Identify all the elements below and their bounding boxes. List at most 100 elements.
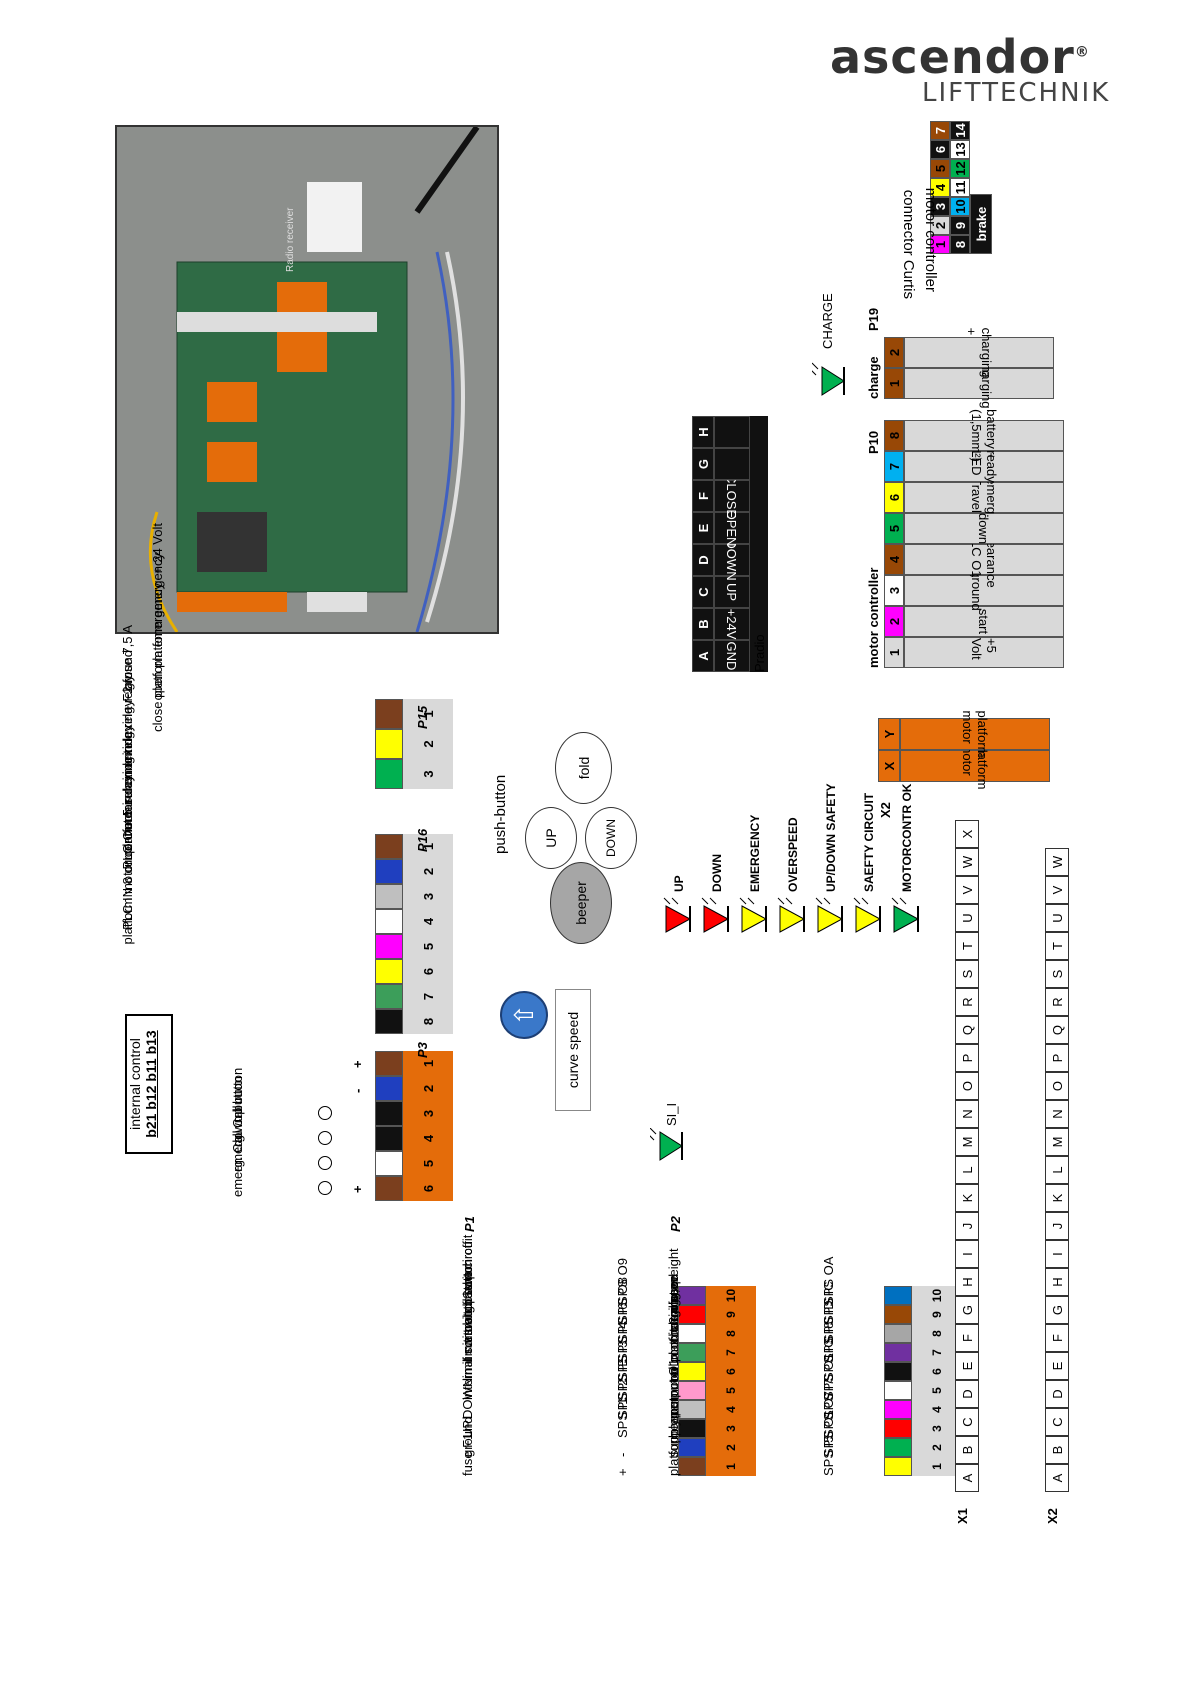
x1-terminal: U xyxy=(955,904,979,932)
x1-terminal: H xyxy=(955,1268,979,1296)
si-led-label: SI_I xyxy=(664,1102,679,1126)
p10-pin-label: battery + (1,5mm²) xyxy=(904,409,1064,462)
curtis-pin: 6 xyxy=(930,140,950,159)
beeper-label: beeper xyxy=(573,881,589,925)
curtis-pin: 8 xyxy=(950,235,970,254)
status-led-icon xyxy=(736,896,772,936)
up-label: UP xyxy=(543,828,559,848)
x1-terminal: G xyxy=(955,1296,979,1324)
p1-row-pin: 10 xyxy=(706,1286,756,1305)
x1-terminal: F xyxy=(955,1324,979,1352)
logo-name: ascendor xyxy=(830,30,1075,84)
pradio-label xyxy=(714,416,750,448)
p3-switch-icon xyxy=(318,1106,332,1120)
x2-terminal: I xyxy=(1045,1240,1069,1268)
logo-subtitle: LIFTTECHNIK xyxy=(922,78,1111,108)
p2-row-color xyxy=(884,1343,912,1362)
p3-pin-sign: + xyxy=(350,1060,365,1068)
p3-pin-color xyxy=(375,1126,403,1151)
x2-terminal: T xyxy=(1045,932,1069,960)
p10-title: P10 xyxy=(866,430,881,454)
p19-pin-label: charging + xyxy=(904,328,1054,377)
logo-reg: ® xyxy=(1074,44,1090,61)
x2-label: X2 xyxy=(1045,1508,1060,1524)
status-led-label: SAEFTY CIRCUIT xyxy=(862,792,876,892)
p1-row-pin: 2 xyxy=(706,1438,756,1457)
curve-speed-label: curve speed xyxy=(565,1011,581,1089)
x2-terminal: P xyxy=(1045,1044,1069,1072)
x1-terminal: N xyxy=(955,1100,979,1128)
p10-pin-number: 7 xyxy=(884,451,904,482)
p16-pin-color xyxy=(375,834,403,859)
x1-terminal: R xyxy=(955,988,979,1016)
pradio-label: UP xyxy=(714,576,750,608)
p19-pin-number: 1 xyxy=(884,368,904,399)
x2-terminal: W xyxy=(1045,848,1069,876)
p3-switch-icon xyxy=(318,1156,332,1170)
status-led-icon xyxy=(698,896,734,936)
p16-pin-label: platform motor connector xyxy=(120,800,135,945)
fold-label: fold xyxy=(575,756,592,780)
status-led-icon xyxy=(774,896,810,936)
x1-terminal: A xyxy=(955,1464,979,1492)
beeper-button[interactable]: beeper xyxy=(550,862,612,944)
x1-terminal: J xyxy=(955,1212,979,1240)
p1-row-color xyxy=(678,1419,706,1438)
p10-pin-label: clearance PLC O1 xyxy=(904,531,1064,588)
up-button[interactable]: UP xyxy=(525,807,577,869)
p2-row-color xyxy=(884,1286,912,1305)
fold-button[interactable]: fold xyxy=(555,732,612,804)
p1-row-pin: 4 xyxy=(706,1400,756,1419)
pradio-letter: F xyxy=(692,480,714,512)
p1-row-color xyxy=(678,1381,706,1400)
p10-group: motor controller xyxy=(866,567,881,668)
pradio-letter: A xyxy=(692,640,714,672)
x1-terminal: V xyxy=(955,876,979,904)
p3-box-title: internal control xyxy=(127,1038,143,1130)
x1-terminal: W xyxy=(955,848,979,876)
p3-pin-sign: - xyxy=(350,1088,365,1093)
p1-row-pin: 7 xyxy=(706,1343,756,1362)
p2-row-color xyxy=(884,1324,912,1343)
curtis-title-2: motor controller xyxy=(922,187,939,292)
p15-title: P15 xyxy=(415,705,430,729)
x1-terminal: M xyxy=(955,1128,979,1156)
x2-terminal: U xyxy=(1045,904,1069,932)
curtis-pin: 13 xyxy=(950,140,970,159)
p3-pin-color xyxy=(375,1101,403,1126)
si-led-icon xyxy=(647,1127,690,1164)
p16-pin-number: 2 xyxy=(403,859,453,884)
status-led-label: UP xyxy=(672,875,686,892)
p19-pin-number: 2 xyxy=(884,337,904,368)
p3-pin-color xyxy=(375,1176,403,1201)
x1-terminal: B xyxy=(955,1436,979,1464)
down-button[interactable]: DOWN xyxy=(585,807,637,869)
p3-pin-number: 6 xyxy=(403,1176,453,1201)
curtis-pin: 10 xyxy=(950,197,970,216)
p3-pin-color xyxy=(375,1051,403,1076)
x2-terminal: V xyxy=(1045,876,1069,904)
down-label: DOWN xyxy=(604,819,618,857)
x2-terminal: O xyxy=(1045,1072,1069,1100)
p16-pin-number: 3 xyxy=(403,884,453,909)
status-led-label: EMERGENCY xyxy=(748,814,762,892)
p10-pin-number: 8 xyxy=(884,420,904,451)
p3-switch-icon xyxy=(318,1131,332,1145)
x2-terminal: G xyxy=(1045,1296,1069,1324)
p16-title: P16 xyxy=(415,828,430,852)
status-led-icon xyxy=(850,896,886,936)
p1-row-color xyxy=(678,1400,706,1419)
x2-motor-label: platform motor xyxy=(900,711,1050,757)
x1-terminal: D xyxy=(955,1380,979,1408)
charge-led-icon xyxy=(809,361,852,399)
pradio-letter: B xyxy=(692,608,714,640)
p3-pin-number: 3 xyxy=(403,1101,453,1126)
p19-group: charge xyxy=(866,356,881,399)
p16-pin-color xyxy=(375,1009,403,1034)
p10-pin-number: 1 xyxy=(884,637,904,668)
x1-terminal: C xyxy=(955,1408,979,1436)
x2-terminal: F xyxy=(1045,1324,1069,1352)
x2-terminal: D xyxy=(1045,1380,1069,1408)
p15-pin-number: 3 xyxy=(403,759,453,789)
